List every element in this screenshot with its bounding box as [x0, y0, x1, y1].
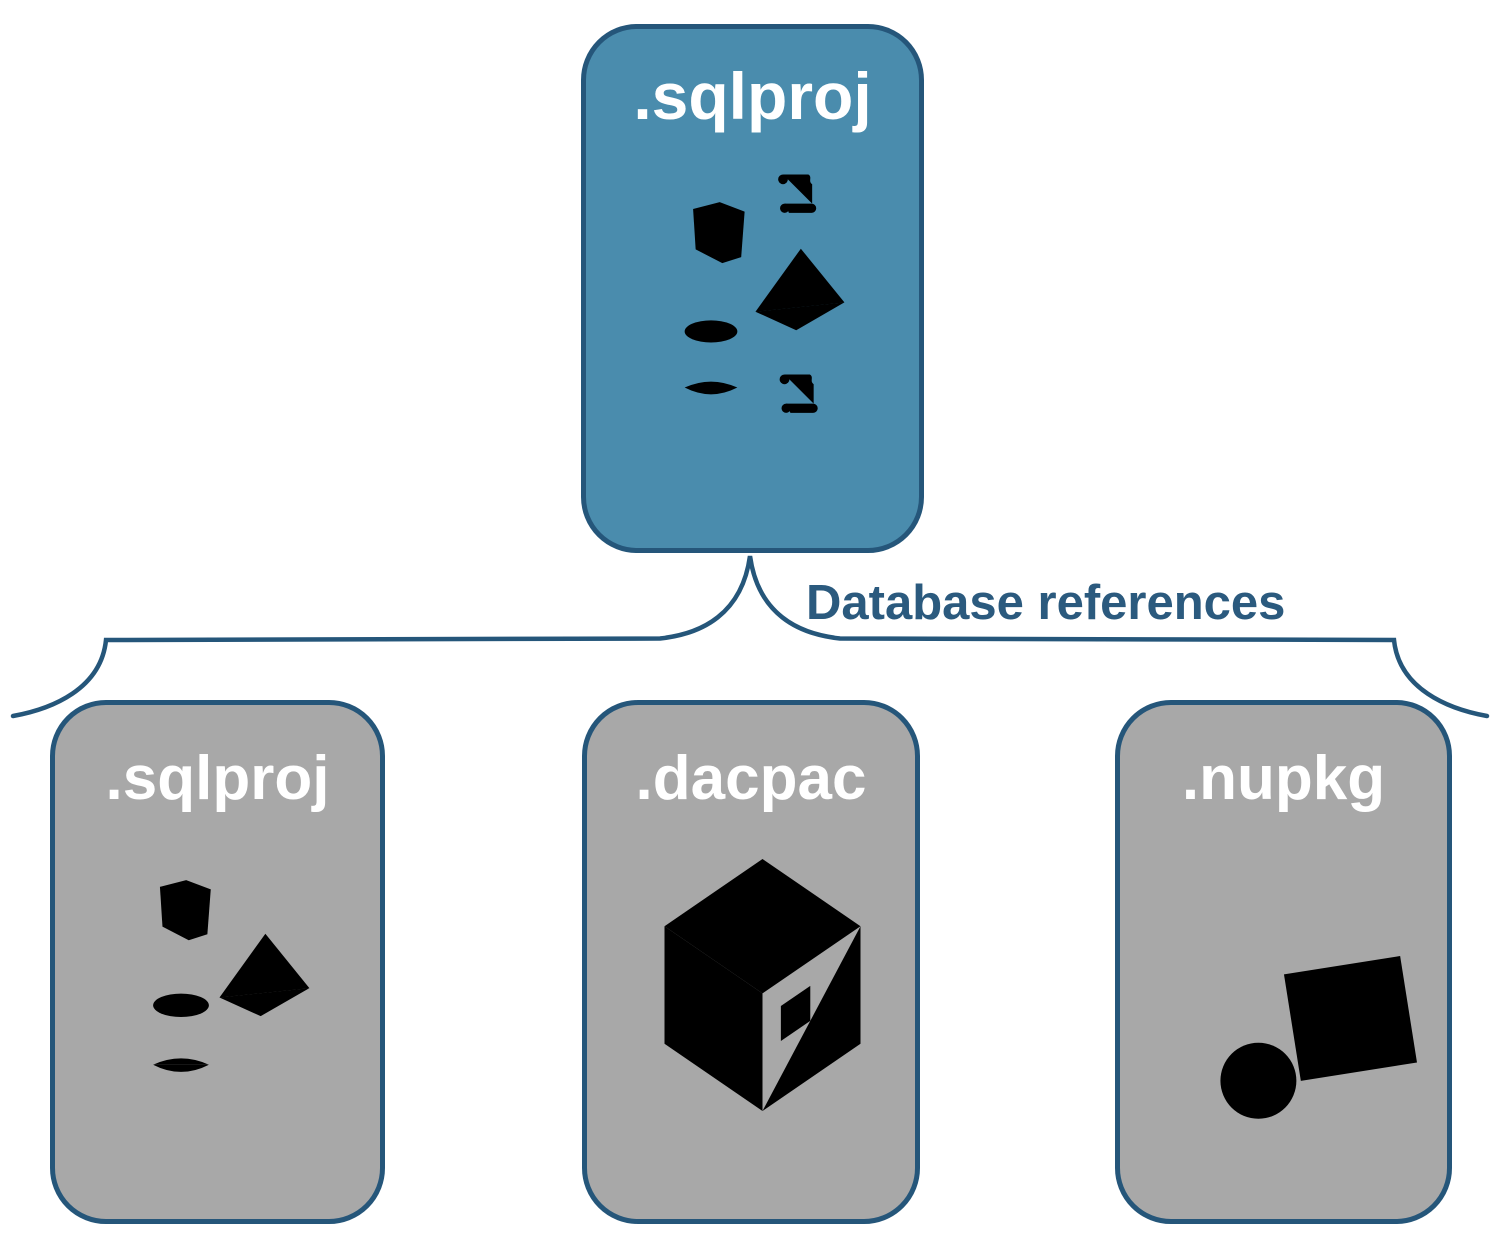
node-child-dacpac: .dacpac	[582, 700, 920, 1224]
node-title: .sqlproj	[105, 744, 330, 813]
node-title: .sqlproj	[633, 59, 872, 133]
cylinder-icon	[145, 990, 217, 1080]
scroll-icon	[771, 368, 825, 422]
pyramid-icon	[748, 245, 850, 333]
node-child-sqlproj: .sqlproj	[50, 700, 385, 1224]
pyramid-icon	[212, 930, 315, 1019]
hand-truck-package-icon	[1180, 860, 1425, 1130]
node-title: .dacpac	[635, 744, 867, 813]
cylinder-icon	[677, 317, 745, 402]
package-box-icon	[640, 845, 885, 1125]
connector-label: Database references	[806, 576, 1286, 630]
node-root-sqlproj: .sqlproj	[581, 24, 924, 553]
node-child-nupkg: .nupkg	[1115, 700, 1452, 1224]
scroll-icon	[768, 168, 825, 222]
node-title: .nupkg	[1181, 744, 1386, 813]
